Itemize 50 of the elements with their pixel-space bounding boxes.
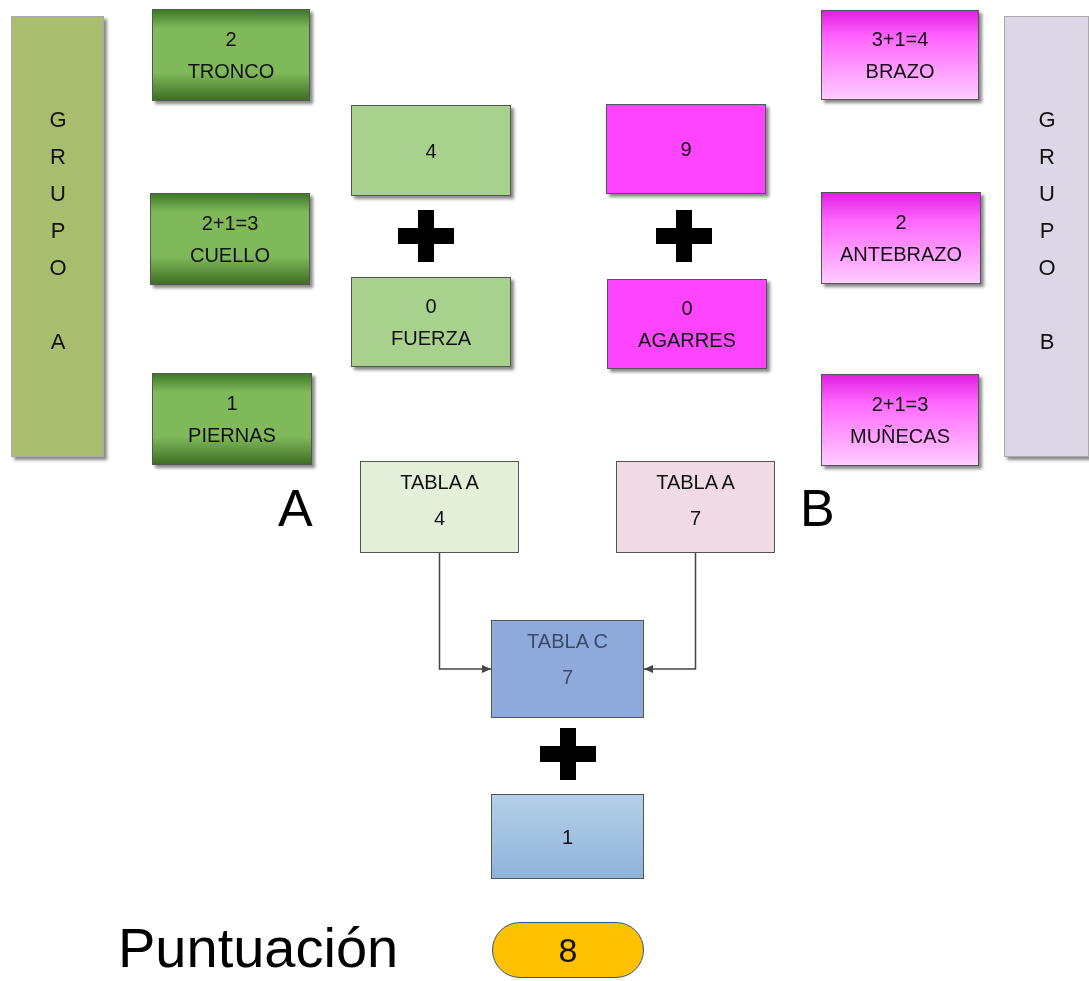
box-text: ANTEBRAZO [839, 242, 963, 267]
box-text: FUERZA [391, 326, 471, 351]
score-box [152, 373, 312, 465]
group-letter: B [800, 478, 835, 538]
box-text: 8 [558, 934, 578, 966]
score-pill [492, 922, 644, 978]
box-text: AGARRES [638, 328, 736, 353]
score-box [351, 105, 511, 196]
arrow [438, 552, 492, 673]
box-text: CUELLO [190, 243, 270, 268]
box-text: 3+1=4 [871, 27, 929, 52]
box-text: 9 [680, 137, 692, 162]
score-box [821, 374, 979, 466]
score-box [150, 193, 310, 285]
box-text: 1 [226, 391, 238, 416]
group-label: GRUPO B [1033, 107, 1060, 366]
box-text: 7 [561, 665, 574, 690]
score-box [821, 192, 981, 284]
arrow [643, 552, 697, 673]
box-text: 2+1=3 [871, 392, 929, 417]
box-text: PIERNAS [188, 423, 276, 448]
box-text: 4 [425, 138, 437, 164]
group-letter: A [278, 478, 313, 538]
box-text: BRAZO [865, 59, 935, 84]
group-band [11, 16, 104, 457]
box-text: 0 [425, 294, 437, 319]
box-text: 2 [225, 27, 237, 52]
box-text: TABLA A [656, 470, 735, 495]
box-text: TABLA A [400, 470, 479, 495]
table-box [491, 620, 644, 718]
box-text: 1 [561, 824, 574, 850]
group-band [1004, 16, 1089, 457]
score-box [821, 10, 979, 100]
group-label: GRUPO A [44, 107, 71, 366]
score-box [152, 9, 310, 101]
box-text: 4 [433, 506, 446, 531]
table-box [616, 461, 775, 553]
box-text: 2 [895, 210, 907, 235]
box-text: TRONCO [187, 59, 275, 84]
box-text: 0 [681, 296, 693, 321]
box-text: 7 [689, 506, 702, 531]
box-text: TABLA C [527, 629, 608, 654]
score-label: Puntuación [118, 915, 399, 980]
score-box [606, 104, 766, 194]
table-box [360, 461, 519, 553]
score-box [607, 279, 767, 369]
box-text: MUÑECAS [850, 423, 950, 449]
score-box [351, 277, 511, 367]
box-text: 2+1=3 [201, 211, 259, 236]
score-box [491, 794, 644, 879]
